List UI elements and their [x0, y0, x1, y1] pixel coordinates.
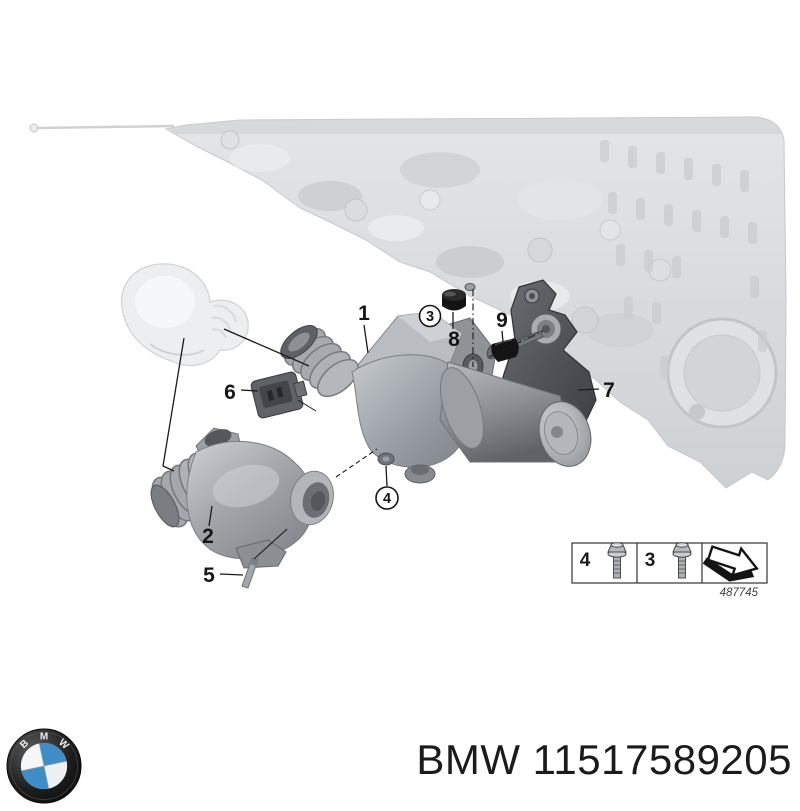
legend-label-4: 4	[580, 550, 591, 571]
sealing-plug	[486, 338, 519, 362]
legend-box: 4 3 487745	[571, 542, 768, 599]
brand-text: BMW	[416, 736, 521, 783]
callout-3: 3	[426, 309, 434, 325]
install-arrow-icon	[702, 545, 759, 582]
callout-7: 7	[603, 379, 615, 402]
thermostat-housing	[150, 427, 334, 569]
part-number-line: BMW 11517589205	[416, 738, 792, 784]
bmw-roundel-icon: B M W	[2, 726, 82, 806]
dowel-pin	[241, 557, 259, 589]
callout-6: 6	[224, 381, 236, 404]
rubber-grommet	[442, 289, 466, 311]
dipstick-line	[29, 123, 175, 133]
callout-9: 9	[496, 309, 508, 332]
part-number-text: 11517589205	[532, 736, 792, 783]
callout-3-circled: 3	[418, 304, 442, 328]
callout-8: 8	[448, 328, 460, 351]
callout-4: 4	[383, 491, 391, 507]
callout-4-circled: 4	[375, 486, 399, 510]
legend-cell-4: 4	[580, 542, 627, 579]
drawing-number: 487745	[720, 587, 759, 599]
callout-1: 1	[358, 302, 370, 325]
callout-2: 2	[202, 525, 214, 548]
engine-block-ghost	[29, 116, 787, 489]
assembly-axis-lines	[253, 289, 544, 560]
temperature-sensor	[250, 371, 308, 419]
legend-cell-3: 3	[645, 542, 692, 579]
callout-5: 5	[203, 564, 215, 587]
legend-label-3: 3	[645, 550, 656, 571]
logo-letter-m: M	[40, 732, 48, 743]
coolant-hose-ghost	[120, 263, 249, 367]
leader-lines	[162, 312, 600, 576]
